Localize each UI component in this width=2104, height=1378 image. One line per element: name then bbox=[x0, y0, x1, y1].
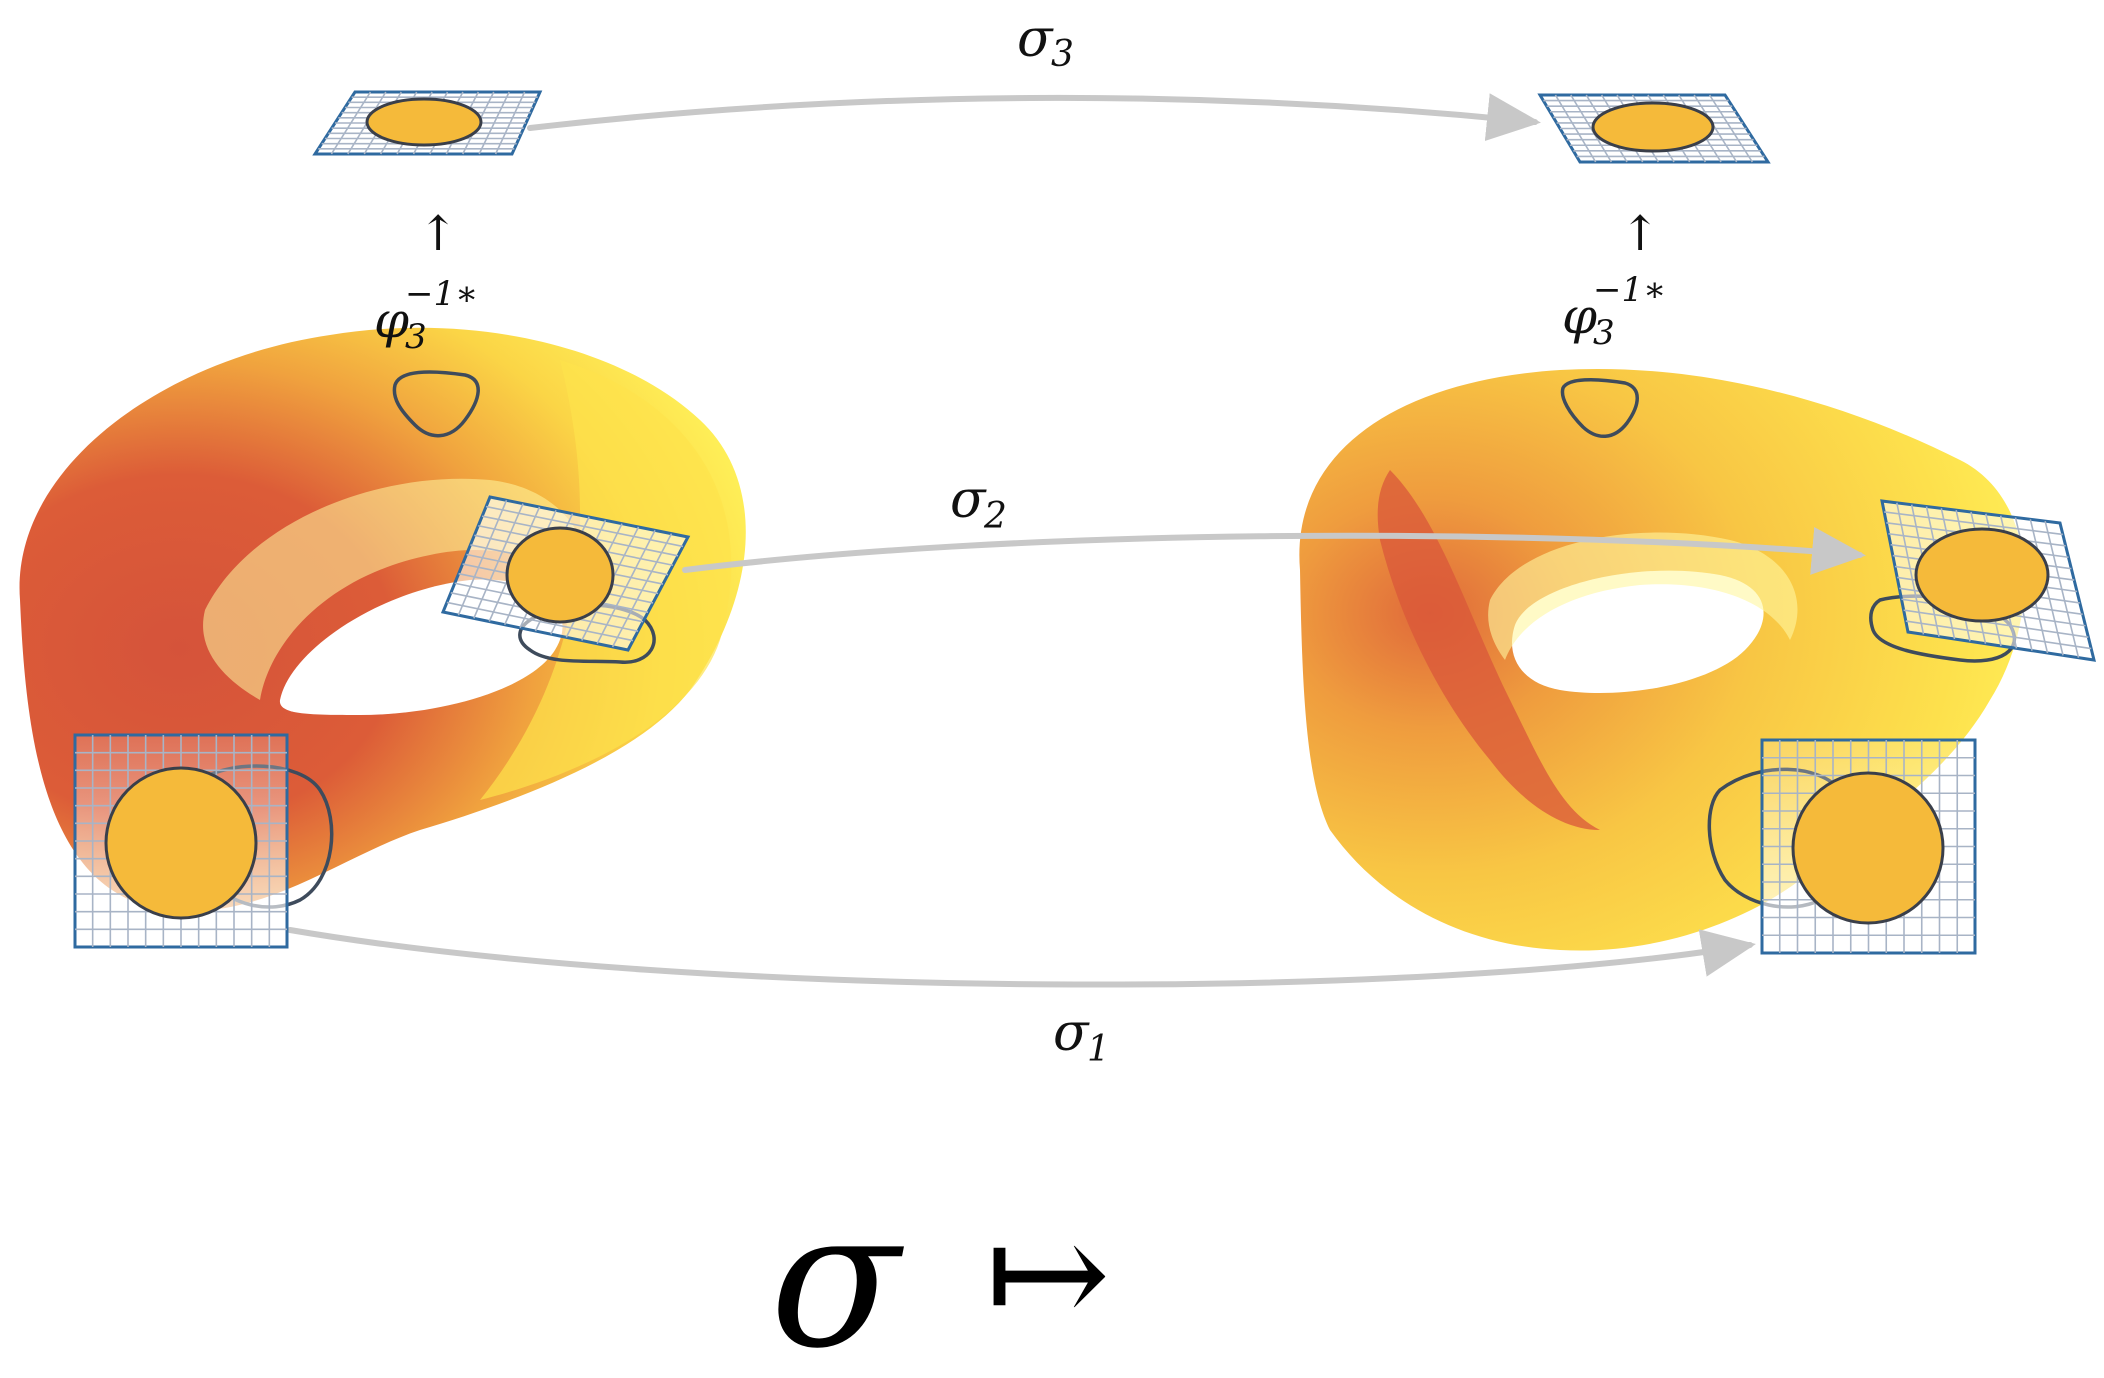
sigma3-symbol: σ bbox=[1017, 9, 1054, 69]
left-bottom-patch bbox=[104, 766, 258, 920]
right-bottom-patch bbox=[1791, 771, 1945, 925]
sigma1-symbol: σ bbox=[1053, 1003, 1090, 1063]
sigma3-subscript: 3 bbox=[1051, 34, 1074, 75]
sigma1-label: σ 1 bbox=[1053, 1003, 1110, 1070]
grid-line bbox=[1905, 620, 2092, 650]
grid-line bbox=[1708, 94, 1754, 163]
left-bottom-chart bbox=[73, 733, 334, 949]
grid-line bbox=[494, 91, 526, 155]
left-middle-chart bbox=[440, 495, 691, 664]
right-torus-inner-glow bbox=[1488, 532, 1798, 660]
sigma1-arrow bbox=[287, 927, 1756, 988]
grid-line bbox=[2044, 520, 2080, 658]
up-arrow-right: ↑ bbox=[1620, 206, 1660, 262]
sigma2-label: σ 2 bbox=[950, 470, 1007, 537]
top-left-patch bbox=[365, 97, 483, 147]
phi-left-symbol: φ bbox=[374, 291, 409, 349]
right-middle-chart bbox=[1869, 499, 2096, 663]
sigma2-subscript: 2 bbox=[983, 496, 1007, 537]
phi-right-superscript: −1∗ bbox=[1593, 270, 1666, 310]
bottom-formula: σ ↦ bbox=[770, 1169, 1111, 1378]
phi-right-subscript: 3 bbox=[1593, 313, 1615, 353]
left-middle-patch bbox=[505, 526, 615, 624]
grid-line bbox=[1903, 609, 2089, 638]
right-middle-patch bbox=[1914, 527, 2050, 623]
sigma1-subscript: 1 bbox=[1087, 1029, 1110, 1070]
right-torus-hole bbox=[1512, 570, 1764, 694]
right-bottom-chart bbox=[1707, 738, 1977, 955]
phi-right-label: ↑ φ 3 −1∗ bbox=[1562, 206, 1666, 353]
bottom-sigma: σ bbox=[770, 1169, 904, 1378]
up-arrow-left: ↑ bbox=[418, 206, 458, 262]
sigma2-arrow bbox=[682, 526, 1866, 575]
top-right-patch bbox=[1591, 101, 1715, 153]
sigma3-label: σ 3 bbox=[1017, 9, 1074, 75]
sigma3-arrow bbox=[527, 93, 1541, 142]
sigma2-symbol: σ bbox=[950, 470, 987, 530]
top-left-chart bbox=[312, 90, 543, 156]
grid-line bbox=[446, 601, 634, 642]
phi-right-symbol: φ bbox=[1562, 287, 1597, 345]
bottom-mapsto: ↦ bbox=[985, 1187, 1111, 1361]
grid-line bbox=[611, 533, 673, 648]
phi-left-label: ↑ φ 3 −1∗ bbox=[374, 206, 478, 357]
phi-left-superscript: −1∗ bbox=[405, 274, 478, 314]
left-torus-top-outline bbox=[392, 370, 480, 438]
top-right-chart bbox=[1537, 93, 1771, 164]
phi-left-subscript: 3 bbox=[405, 317, 427, 357]
right-torus-top-outline bbox=[1560, 377, 1639, 438]
right-torus-red-band bbox=[1377, 470, 1600, 830]
